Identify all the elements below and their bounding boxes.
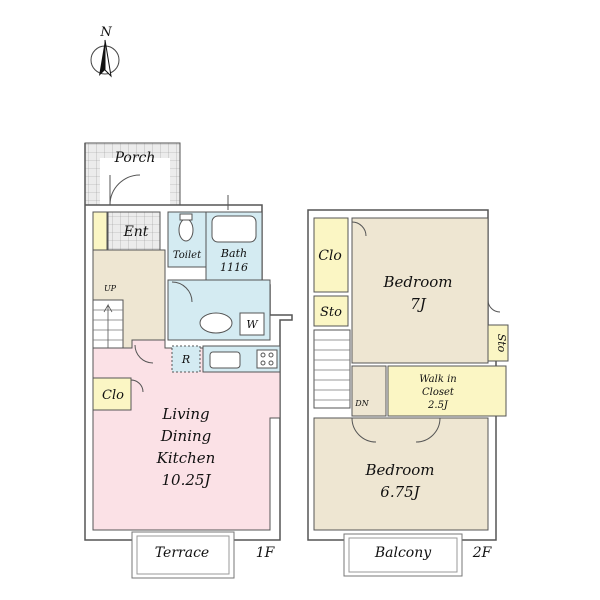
storage-right [487,324,509,362]
floor-1-label: 1F [256,545,276,561]
north-arrow-icon: N [90,25,120,78]
storage-left [313,295,349,327]
bedroom-south [313,417,489,531]
compass-label: N [99,25,112,40]
ldk-label-line3: Kitchen [156,449,216,467]
ldk-label-line1: Living [161,405,209,423]
bath-label: Bath [220,247,247,260]
closet-2f-label: Clo [318,248,342,264]
toilet-label: Toilet [173,250,202,261]
storage-left-label: Sto [320,305,342,320]
walk-in-closet [387,365,507,417]
wic-size-label: 2.5J [427,400,449,411]
hall-2f [351,365,387,417]
bedroom-north-label: Bedroom [383,273,453,291]
bath-size-label: 1116 [220,261,248,274]
ldk-size-label: 10.25J [162,471,212,489]
bedroom-south-label: Bedroom [365,461,435,479]
porch-label: Porch [114,150,156,166]
down-label: DN [354,399,369,408]
bedroom-south-size: 6.75J [380,483,420,501]
storage-right-label: Sto [495,334,508,353]
up-label: UP [104,284,117,293]
wic-label-line2: Closet [422,387,455,398]
floor-1-plan [84,142,293,579]
stairs-2f [313,329,351,409]
floor-2-label: 2F [472,545,493,561]
closet-1f-label: Clo [102,388,124,403]
refrigerator-space [171,345,201,373]
washer-label: W [246,318,259,331]
refrigerator-label: R [181,353,190,366]
wic-label-line1: Walk in [419,374,456,385]
entrance-label: Ent [123,224,149,240]
closet-1f [92,377,132,411]
bedroom-north-size: 7J [410,295,427,313]
balcony-label: Balcony [374,545,432,561]
ldk-label-line2: Dining [160,427,212,445]
terrace-label: Terrace [155,545,209,561]
washer-space [239,312,265,336]
bedroom-north [351,217,489,364]
closet-2f [313,217,349,293]
floor-2-plan [307,209,509,577]
